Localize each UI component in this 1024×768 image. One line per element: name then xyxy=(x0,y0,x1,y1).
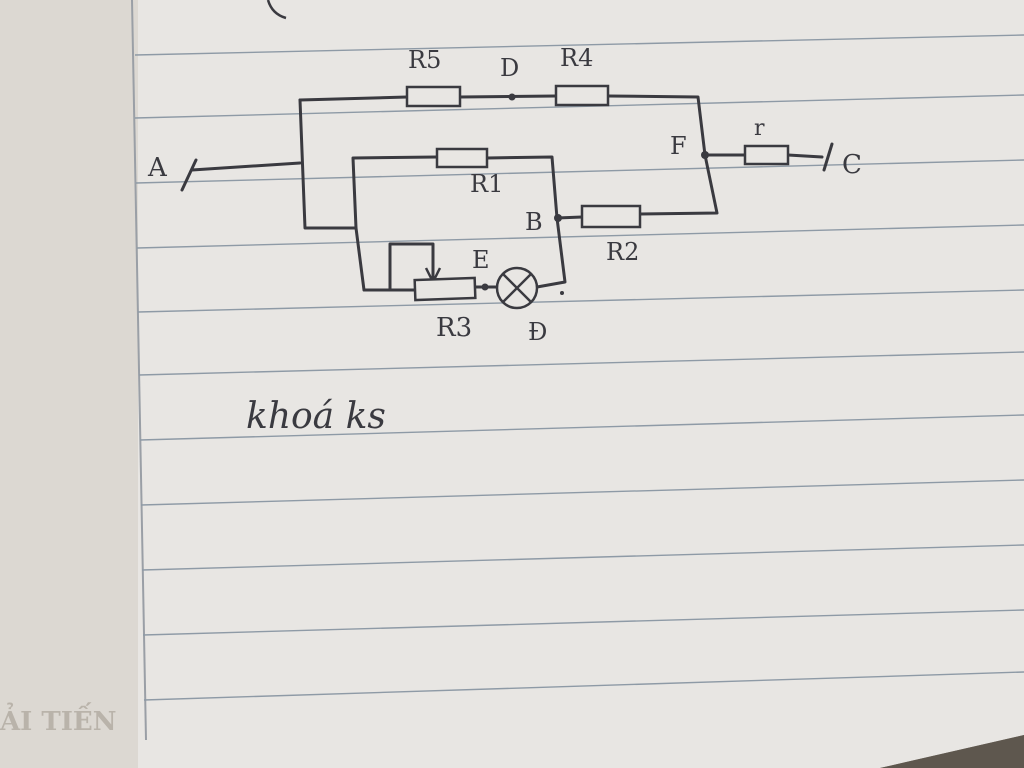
label-R3: R3 xyxy=(436,313,472,343)
label-R5: R5 xyxy=(408,46,441,74)
wire-r-C xyxy=(786,153,824,159)
node-E xyxy=(481,283,489,291)
wire-R3-bypass xyxy=(388,242,435,292)
wire-top-mid xyxy=(458,94,558,99)
ruled-lines xyxy=(134,34,1024,701)
wire-left-outer xyxy=(298,98,358,230)
wire-A xyxy=(190,161,302,172)
wire-lamp-B xyxy=(535,216,567,289)
label-D-top: D xyxy=(500,54,519,82)
handwritten-note: khoá ks xyxy=(246,396,386,437)
lamp-icon xyxy=(495,266,539,310)
resistors xyxy=(405,84,790,302)
nodes xyxy=(481,93,709,295)
label-r: r xyxy=(754,116,765,141)
label-C: C xyxy=(842,150,862,180)
circuit-diagram xyxy=(180,94,834,292)
label-B: B xyxy=(525,208,543,236)
resistor-R4 xyxy=(554,84,610,107)
node-F xyxy=(701,151,709,159)
wire-top xyxy=(298,95,409,102)
label-F: F xyxy=(670,132,687,160)
switch-slash-C xyxy=(822,142,834,172)
switch-slash-A xyxy=(180,158,198,192)
wire-R1-left xyxy=(351,155,439,230)
label-R1: R1 xyxy=(470,170,503,198)
resistor-R1 xyxy=(435,147,489,169)
label-R4: R4 xyxy=(560,44,593,72)
resistor-R2 xyxy=(580,204,642,229)
label-lamp: Đ xyxy=(528,318,547,346)
notebook-brand: ẢI TIẾN xyxy=(0,702,116,737)
node-B xyxy=(554,214,562,222)
margin-line xyxy=(131,0,147,741)
node-D xyxy=(508,93,516,101)
label-E: E xyxy=(472,246,490,274)
resistor-R5 xyxy=(405,85,462,108)
circuit-labels: R5 D R4 A F r C R1 B R2 E R3 Đ xyxy=(147,44,862,346)
label-R2: R2 xyxy=(606,238,639,266)
stray-pen-mark xyxy=(266,0,287,20)
label-A: A xyxy=(147,153,168,183)
left-margin-strip xyxy=(0,0,138,768)
wire-lower-left xyxy=(354,226,392,292)
rheostat-R3 xyxy=(413,276,477,302)
wire-top-right xyxy=(606,94,707,157)
page-shadow xyxy=(880,735,1024,768)
resistor-r xyxy=(743,144,790,166)
node-stray xyxy=(560,291,564,295)
wire-R1-right xyxy=(485,155,559,220)
wire-right xyxy=(638,153,719,216)
